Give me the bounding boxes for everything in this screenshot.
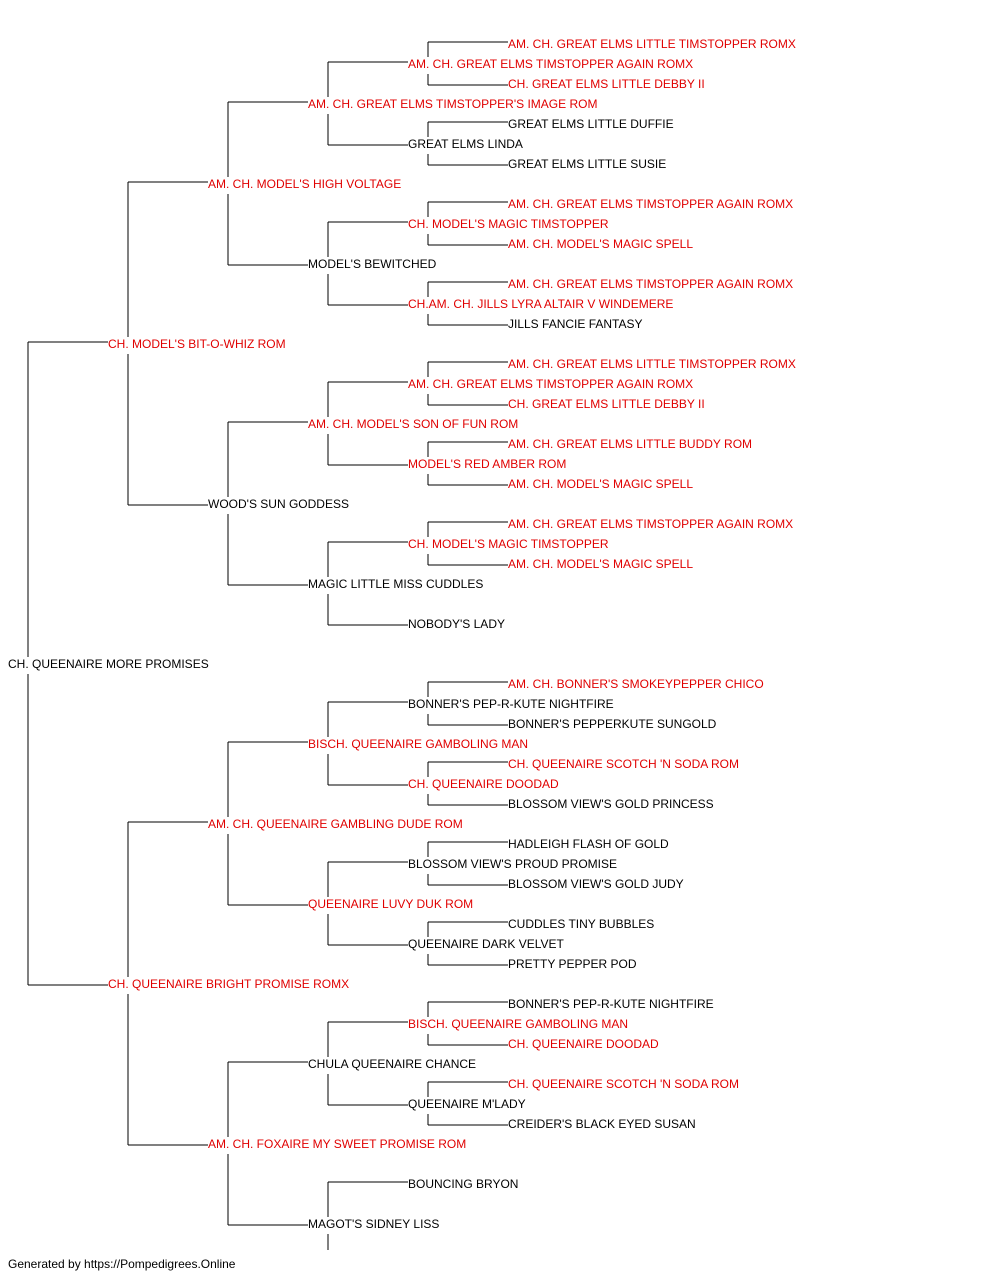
dog-name-champion: BISCH. QUEENAIRE GAMBOLING MAN [308,737,528,751]
dog-name: QUEENAIRE DARK VELVET [408,937,564,951]
dog-name: HADLEIGH FLASH OF GOLD [508,837,669,851]
dog-name: NOBODY'S LADY [408,617,505,631]
dog-name: BLOSSOM VIEW'S GOLD PRINCESS [508,797,714,811]
connector-lines [27,41,508,1250]
dog-name-champion: BISCH. QUEENAIRE GAMBOLING MAN [408,1017,628,1031]
dog-name: QUEENAIRE M'LADY [408,1097,526,1111]
dog-name-champion: CH. QUEENAIRE DOODAD [408,777,559,791]
dog-name: GREAT ELMS LITTLE SUSIE [508,157,666,171]
dog-name-champion: AM. CH. GREAT ELMS LITTLE BUDDY ROM [508,437,752,451]
dog-name: MAGOT'S SIDNEY LISS [308,1217,439,1231]
dog-name-champion: AM. CH. GREAT ELMS LITTLE TIMSTOPPER ROM… [508,37,796,51]
dog-name: BONNER'S PEP-R-KUTE NIGHTFIRE [508,997,714,1011]
dog-name: BLOSSOM VIEW'S PROUD PROMISE [408,857,617,871]
dog-name-champion: QUEENAIRE LUVY DUK ROM [308,897,473,911]
dog-name-champion: MODEL'S RED AMBER ROM [408,457,566,471]
dog-name-champion: CH. QUEENAIRE BRIGHT PROMISE ROMX [108,977,349,991]
dog-name-champion: AM. CH. GREAT ELMS TIMSTOPPER AGAIN ROMX [408,57,693,71]
dog-name: BLOSSOM VIEW'S GOLD JUDY [508,877,684,891]
dog-name-champion: AM. CH. GREAT ELMS LITTLE TIMSTOPPER ROM… [508,357,796,371]
dog-name-champion: CH. QUEENAIRE DOODAD [508,1037,659,1051]
dog-name-champion: CH. MODEL'S MAGIC TIMSTOPPER [408,217,609,231]
dog-name-champion: CH.AM. CH. JILLS LYRA ALTAIR V WINDEMERE [408,297,673,311]
dog-name-champion: AM. CH. MODEL'S HIGH VOLTAGE [208,177,401,191]
dog-name-champion: AM. CH. BONNER'S SMOKEYPEPPER CHICO [508,677,764,691]
dog-name: GREAT ELMS LINDA [408,137,523,151]
dog-name-champion: AM. CH. MODEL'S MAGIC SPELL [508,557,693,571]
dog-name: WOOD'S SUN GODDESS [208,497,349,511]
dog-name: GREAT ELMS LITTLE DUFFIE [508,117,674,131]
dog-name: CHULA QUEENAIRE CHANCE [308,1057,476,1071]
dog-name-champion: AM. CH. MODEL'S MAGIC SPELL [508,237,693,251]
dog-name: JILLS FANCIE FANTASY [508,317,642,331]
dog-name-champion: AM. CH. GREAT ELMS TIMSTOPPER AGAIN ROMX [508,517,793,531]
dog-name: CH. QUEENAIRE MORE PROMISES [8,657,209,671]
dog-name-champion: AM. CH. QUEENAIRE GAMBLING DUDE ROM [208,817,463,831]
dog-name-champion: AM. CH. FOXAIRE MY SWEET PROMISE ROM [208,1137,466,1151]
dog-name: CREIDER'S BLACK EYED SUSAN [508,1117,696,1131]
dog-name-champion: CH. GREAT ELMS LITTLE DEBBY II [508,397,705,411]
dog-name: BONNER'S PEPPERKUTE SUNGOLD [508,717,717,731]
dog-name: MODEL'S BEWITCHED [308,257,437,271]
dog-name-champion: CH. QUEENAIRE SCOTCH 'N SODA ROM [508,1077,739,1091]
dog-name-champion: CH. QUEENAIRE SCOTCH 'N SODA ROM [508,757,739,771]
pedigree-tree: CH. QUEENAIRE MORE PROMISES CH. MODEL'S B… [8,37,796,1250]
dog-name-champion: AM. CH. MODEL'S SON OF FUN ROM [308,417,518,431]
dog-name-champion: AM. CH. MODEL'S MAGIC SPELL [508,477,693,491]
dog-name: MAGIC LITTLE MISS CUDDLES [308,577,483,591]
dog-name-champion: AM. CH. GREAT ELMS TIMSTOPPER AGAIN ROMX [408,377,693,391]
generated-by-footer: Generated by https://Pompedigrees.Online [8,1257,236,1271]
dog-names: CH. QUEENAIRE MORE PROMISES CH. MODEL'S B… [8,37,796,1231]
dog-name-champion: CH. MODEL'S BIT-O-WHIZ ROM [108,337,286,351]
dog-name: CUDDLES TINY BUBBLES [508,917,654,931]
dog-name-champion: CH. GREAT ELMS LITTLE DEBBY II [508,77,705,91]
dog-name: BOUNCING BRYON [408,1177,518,1191]
dog-name-champion: AM. CH. GREAT ELMS TIMSTOPPER'S IMAGE RO… [308,97,597,111]
dog-name: PRETTY PEPPER POD [508,957,637,971]
dog-name: BONNER'S PEP-R-KUTE NIGHTFIRE [408,697,614,711]
dog-name-champion: CH. MODEL'S MAGIC TIMSTOPPER [408,537,609,551]
dog-name-champion: AM. CH. GREAT ELMS TIMSTOPPER AGAIN ROMX [508,197,793,211]
dog-name-champion: AM. CH. GREAT ELMS TIMSTOPPER AGAIN ROMX [508,277,793,291]
